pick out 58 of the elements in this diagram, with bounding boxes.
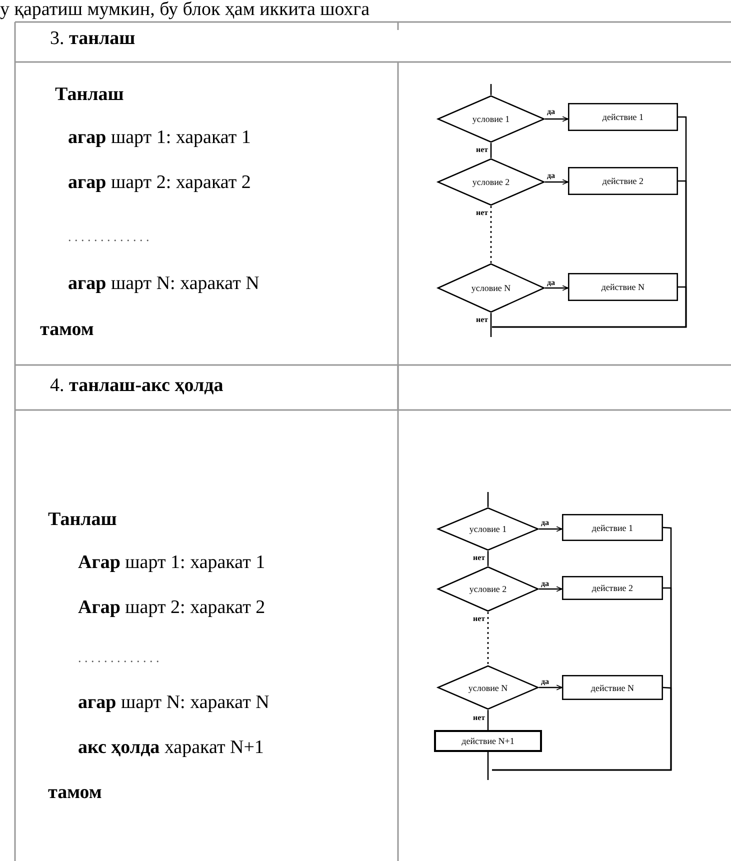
edge-label: нет	[476, 315, 488, 324]
row-heading: 3. танлаш	[50, 28, 136, 50]
decision-diamond: условие 2	[437, 566, 539, 612]
edge-label: да	[541, 579, 550, 588]
edge-label: нет	[473, 713, 486, 722]
cell-heading: Танлаш	[55, 84, 124, 106]
process-box: действие 2	[568, 167, 678, 195]
connector	[487, 492, 489, 507]
connector	[539, 586, 562, 592]
code-line: агар шарт N: харакат N	[68, 273, 260, 295]
edge-label: да	[541, 677, 550, 686]
decision-diamond: условие N	[437, 263, 545, 313]
edge-label: да	[547, 107, 556, 116]
connector	[492, 286, 687, 328]
connector	[490, 84, 492, 95]
process-box: действие 2	[562, 576, 663, 600]
connector	[545, 116, 568, 122]
decision-diamond: условие 1	[437, 95, 545, 143]
code-line: агар шарт 2: харакат 2	[68, 172, 251, 194]
connector	[490, 143, 492, 158]
process-box: действие N	[568, 273, 678, 301]
connector	[487, 752, 489, 780]
row-heading: 4. танлаш-акс ҳолда	[50, 375, 224, 397]
connector	[487, 551, 489, 566]
code-line: агар шарт 1: харакат 1	[68, 127, 251, 149]
process-box: действие 1	[568, 103, 678, 131]
ellipsis-line: . . . . . . . . . . . . .	[68, 228, 150, 246]
ellipsis-line: . . . . . . . . . . . . .	[78, 649, 160, 667]
connector	[490, 313, 492, 337]
cell-heading: тамом	[40, 319, 94, 341]
process-box: действие 1	[562, 514, 663, 541]
process-box: действие N+1	[434, 730, 542, 752]
edge-label: да	[541, 518, 550, 527]
decision-diamond: условие 2	[437, 158, 545, 206]
decision-diamond: условие N	[437, 665, 539, 710]
edge-label: нет	[473, 553, 486, 562]
cell-heading: тамом	[48, 782, 102, 804]
decision-diamond: условие 1	[437, 507, 539, 551]
code-line: Агар шарт 1: харакат 1	[78, 552, 266, 574]
connector	[490, 206, 492, 263]
edge-label: да	[547, 278, 556, 287]
body-text: у қаратиш мумкин, бу блок ҳам иккита шохга	[0, 0, 370, 20]
code-line: агар шарт N: харакат N	[78, 692, 270, 714]
edge-label: да	[547, 171, 556, 180]
connector	[545, 285, 568, 291]
connector	[545, 179, 568, 185]
edge-label: нет	[476, 145, 488, 154]
code-line: акс ҳолда харакат N+1	[78, 737, 264, 759]
process-box: действие N	[562, 675, 663, 700]
connector	[487, 612, 489, 665]
cell-heading: Танлаш	[48, 509, 117, 531]
edge-label: нет	[476, 208, 488, 217]
connector	[539, 526, 562, 532]
connector	[539, 684, 562, 690]
edge-label: нет	[473, 614, 486, 623]
connector	[487, 710, 489, 730]
code-line: Агар шарт 2: харакат 2	[78, 597, 266, 619]
connector	[492, 686, 672, 771]
